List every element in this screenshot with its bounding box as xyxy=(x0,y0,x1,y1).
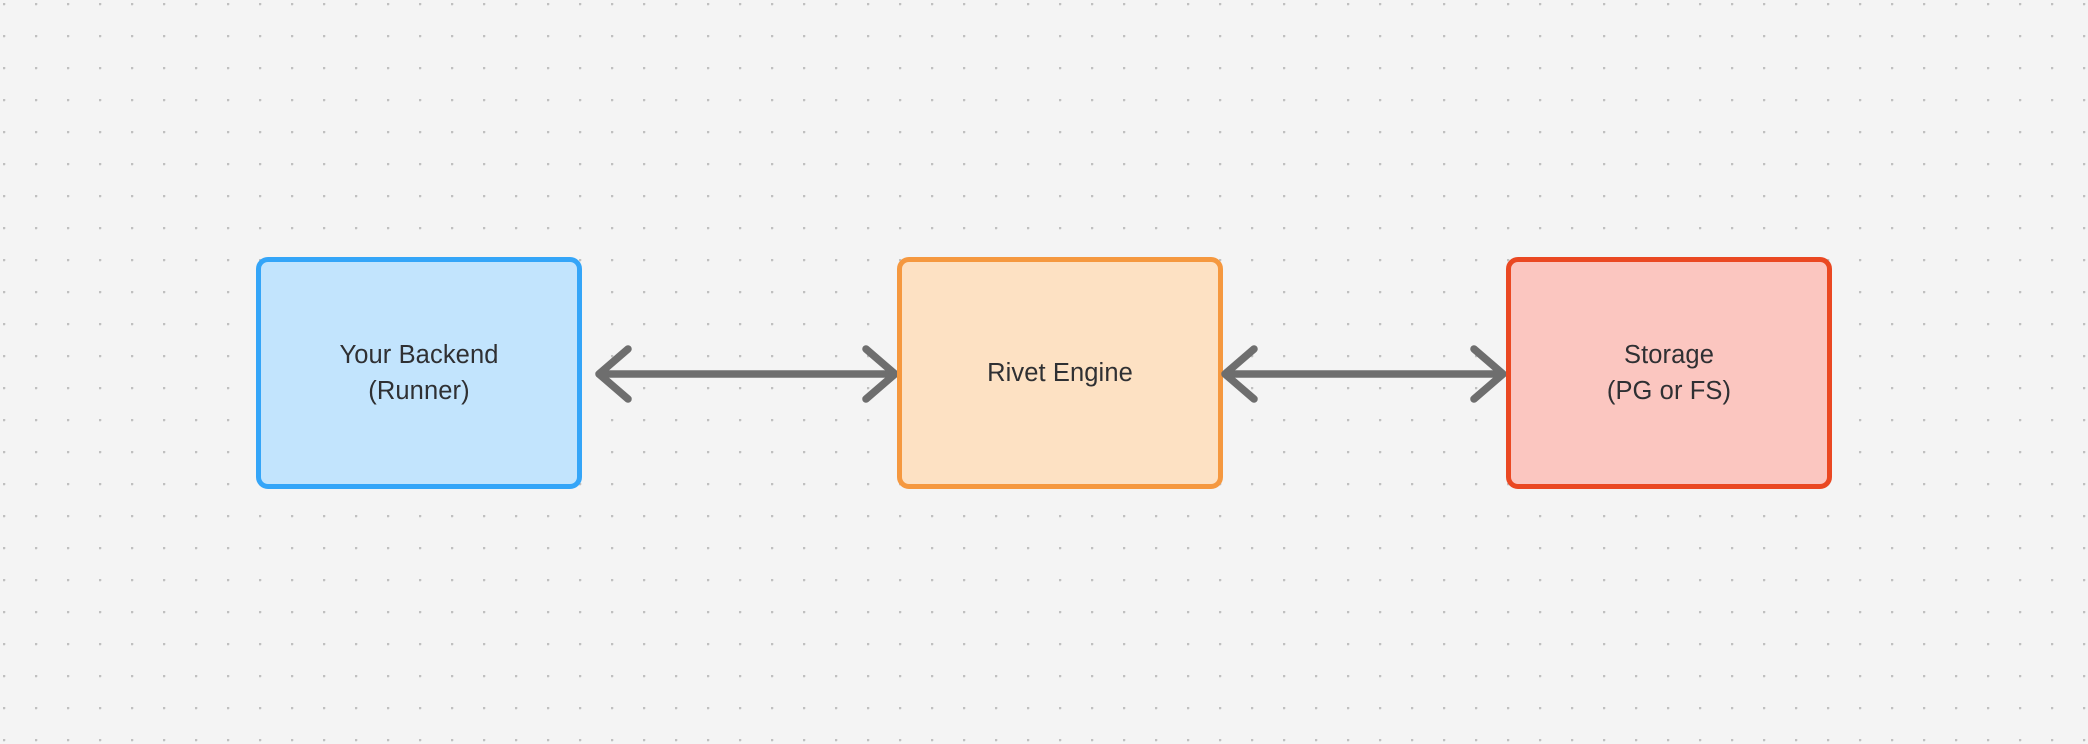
node-rivet-engine[interactable]: Rivet Engine xyxy=(897,257,1223,489)
node-rivet-engine-label: Rivet Engine xyxy=(987,359,1133,387)
bidirectional-arrow-icon xyxy=(595,345,899,403)
node-storage[interactable]: Storage (PG or FS) xyxy=(1506,257,1832,489)
node-your-backend-label: Your Backend (Runner) xyxy=(339,341,499,405)
edge-backend-to-engine xyxy=(592,339,902,409)
node-your-backend[interactable]: Your Backend (Runner) xyxy=(256,257,582,489)
bidirectional-arrow-icon xyxy=(1221,345,1507,403)
node-storage-label: Storage (PG or FS) xyxy=(1606,341,1732,405)
edge-engine-to-storage xyxy=(1218,339,1510,409)
